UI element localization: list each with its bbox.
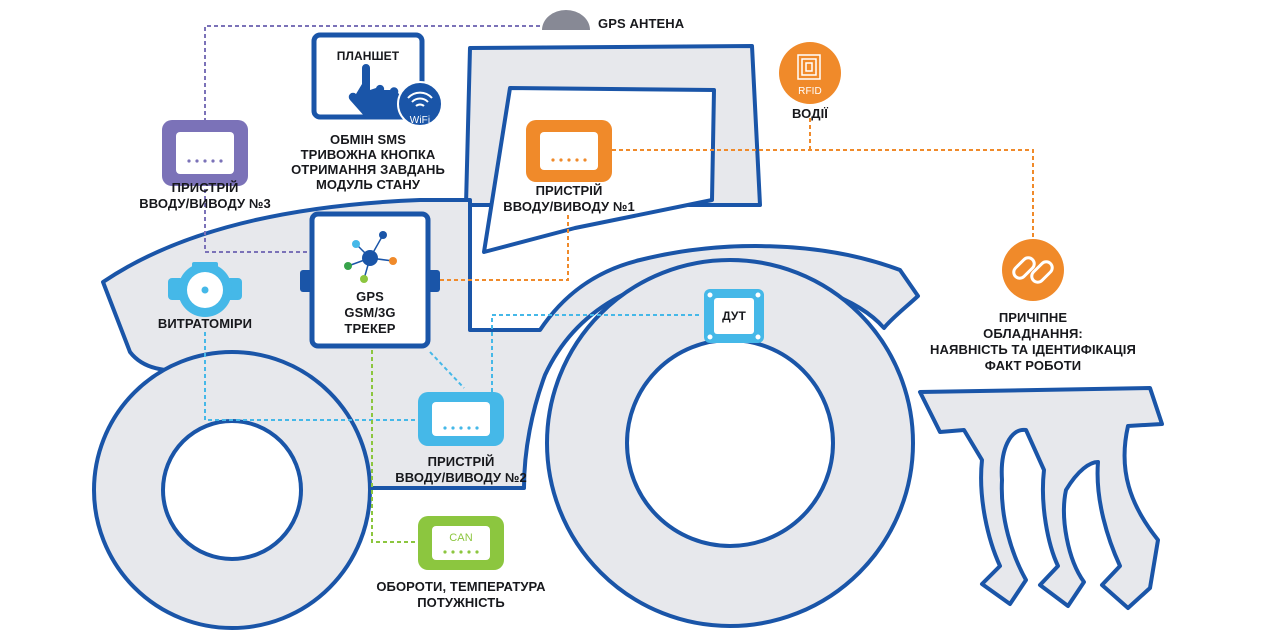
link-tracker-io1: [440, 214, 569, 281]
tablet-title: ПЛАНШЕТ: [336, 49, 400, 63]
io-device-1-icon: [526, 120, 612, 182]
gps-antenna-icon: [542, 10, 590, 30]
io-device-3-icon: [162, 120, 248, 186]
trailer-line: НАЯВНІСТЬ ТА ІДЕНТИФІКАЦІЯ: [930, 342, 1136, 357]
rfid-label: ВОДІЇ: [792, 106, 828, 121]
gps-tracker-icon: [300, 211, 440, 349]
tracker-line: ТРЕКЕР: [344, 321, 396, 336]
wifi-label: WiFi: [409, 115, 431, 126]
trailer-line: ПРИЧІПНЕ: [998, 310, 1068, 325]
trailer-line: ОБЛАДНАННЯ:: [983, 326, 1083, 341]
link-io1-trailer: [612, 149, 1034, 238]
tablet-icon: [311, 32, 443, 127]
io-device-2-icon: [418, 392, 504, 446]
io-device-1-line: ВВОДУ/ВИВОДУ №1: [503, 199, 635, 214]
link-icon: [1002, 239, 1064, 301]
io-device-2-line: ПРИСТРІЙ: [427, 454, 495, 469]
tablet-feature: МОДУЛЬ СТАНУ: [315, 177, 421, 192]
tracker-line: GPS: [356, 289, 384, 304]
fuel-sensor-icon: [704, 289, 764, 343]
tablet-feature: ТРИВОЖНА КНОПКА: [300, 147, 436, 162]
tracker-line: GSM/3G: [344, 305, 396, 320]
rfid-badge: RFID: [798, 86, 822, 97]
trailer-line: ФАКТ РОБОТИ: [984, 358, 1082, 373]
link-io3-tracker: [204, 182, 312, 253]
io-device-3-line: ПРИСТРІЙ: [171, 180, 239, 195]
rfid-icon: [779, 42, 841, 104]
flow-meter-icon: [168, 262, 242, 317]
connections: [204, 25, 1034, 543]
can-line: ОБОРОТИ, ТЕМПЕРАТУРА: [376, 579, 546, 594]
link-flow-io2: [204, 332, 418, 421]
tablet-feature: ОТРИМАННЯ ЗАВДАНЬ: [291, 162, 445, 177]
link-tracker-io2: [429, 351, 465, 389]
io-device-3-line: ВВОДУ/ВИВОДУ №3: [139, 196, 271, 211]
can-badge: CAN: [449, 532, 473, 544]
can-icon: [418, 516, 504, 570]
flow-meters-label: ВИТРАТОМІРИ: [157, 316, 253, 331]
link-tracker-can: [371, 350, 418, 543]
link-io2-fuel: [491, 314, 700, 392]
gps-antenna-label: GPS АНТЕНА: [598, 16, 685, 31]
tablet-feature: ОБМІН SMS: [330, 132, 406, 147]
io-device-1-line: ПРИСТРІЙ: [535, 183, 603, 198]
can-line: ПОТУЖНІСТЬ: [417, 595, 505, 610]
fuel-sensor-label: ДУТ: [722, 309, 746, 323]
io-device-2-line: ВВОДУ/ВИВОДУ №2: [395, 470, 527, 485]
